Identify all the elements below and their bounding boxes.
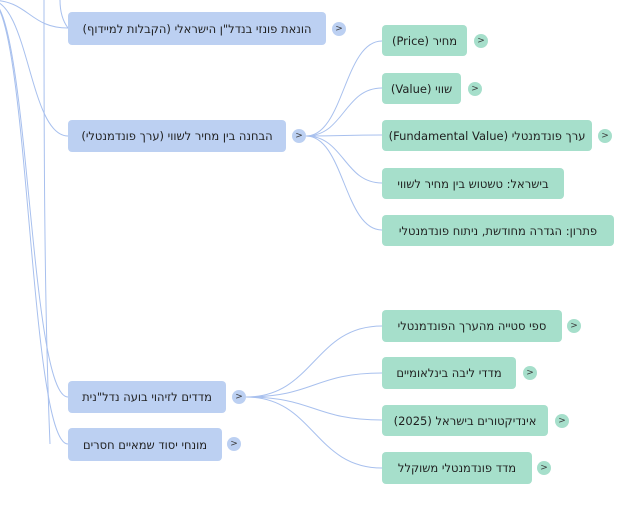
expand-toggle-icon[interactable]: >: [537, 461, 551, 475]
subtopic-core-indices[interactable]: מדדי ליבה בינלאומיים: [382, 357, 516, 389]
collapse-toggle-icon[interactable]: >: [232, 390, 246, 404]
subtopic-label: ספי סטייה מהערך הפונדמנטלי: [397, 319, 547, 333]
connector-line: [245, 325, 383, 398]
subtopic-value[interactable]: שווי (Value): [382, 73, 461, 104]
expand-toggle-icon[interactable]: >: [468, 82, 482, 96]
subtopic-label: שווי (Value): [390, 81, 453, 96]
expand-toggle-icon[interactable]: >: [555, 414, 569, 428]
subtopic-price[interactable]: מחיר (Price): [382, 25, 467, 56]
connector-line: [0, 3, 69, 137]
connector-line: [305, 135, 383, 184]
topic-label: הונאת פונזי בנדל"ן הישראלי (הקבלות למייד…: [82, 21, 312, 36]
connector-line: [305, 135, 383, 231]
connector-line: [305, 87, 383, 137]
subtopic-weighted-index[interactable]: מדד פונדמנטלי משוקלל: [382, 452, 532, 484]
collapse-toggle-icon[interactable]: >: [292, 129, 306, 143]
connector-line: [305, 40, 383, 137]
topic-label: הבחנה בין מחיר לשווי (ערך פונדמנטלי): [81, 129, 273, 143]
connector-line: [245, 396, 383, 421]
subtopic-label: מחיר (Price): [391, 33, 458, 48]
topic-ponzi-fraud[interactable]: הונאת פונזי בנדל"ן הישראלי (הקבלות למייד…: [68, 12, 326, 45]
connector-line: [0, 8, 69, 398]
topic-label: מונחי יסוד שמאיים חסרים: [82, 437, 208, 452]
connector-line: [245, 372, 383, 398]
topic-label: מדדים לזיהוי בועה נדל"נית: [82, 390, 212, 404]
expand-toggle-icon[interactable]: >: [474, 34, 488, 48]
subtopic-deviation-thresholds[interactable]: ספי סטייה מהערך הפונדמנטלי: [382, 310, 562, 342]
subtopic-israel-indicators[interactable]: אינדיקטורים בישראל (2025): [382, 405, 548, 436]
topic-price-vs-value[interactable]: הבחנה בין מחיר לשווי (ערך פונדמנטלי): [68, 120, 286, 152]
connector-line: [0, 0, 69, 29]
topic-bubble-indicators[interactable]: מדדים לזיהוי בועה נדל"נית: [68, 381, 226, 413]
expand-toggle-icon[interactable]: >: [523, 366, 537, 380]
expand-toggle-icon[interactable]: >: [567, 319, 581, 333]
expand-toggle-icon[interactable]: >: [598, 129, 612, 143]
connector-line: [59, 0, 69, 29]
expand-toggle-icon[interactable]: >: [227, 437, 241, 451]
subtopic-label: ערך פונדמנטלי (Fundamental Value): [388, 128, 586, 143]
connector-line: [245, 396, 383, 469]
subtopic-solution[interactable]: פתרון: הגדרה מחודשת, ניתוח פונדמנטלי: [382, 215, 614, 246]
subtopic-fundamental-value[interactable]: ערך פונדמנטלי (Fundamental Value): [382, 120, 592, 151]
subtopic-israel-blur[interactable]: בישראל: טשטוש בין מחיר לשווי: [382, 168, 564, 199]
connector-line: [305, 134, 383, 137]
subtopic-label: בישראל: טשטוש בין מחיר לשווי: [397, 176, 549, 191]
expand-toggle-icon[interactable]: >: [332, 22, 346, 36]
subtopic-label: מדדי ליבה בינלאומיים: [396, 366, 502, 380]
subtopic-label: מדד פונדמנטלי משוקלל: [397, 461, 517, 475]
subtopic-label: פתרון: הגדרה מחודשת, ניתוח פונדמנטלי: [398, 223, 598, 238]
connector-line: [43, 0, 51, 445]
subtopic-label: אינדיקטורים בישראל (2025): [393, 413, 537, 428]
connector-line: [0, 9, 69, 445]
topic-missing-terms[interactable]: מונחי יסוד שמאיים חסרים: [68, 428, 222, 461]
